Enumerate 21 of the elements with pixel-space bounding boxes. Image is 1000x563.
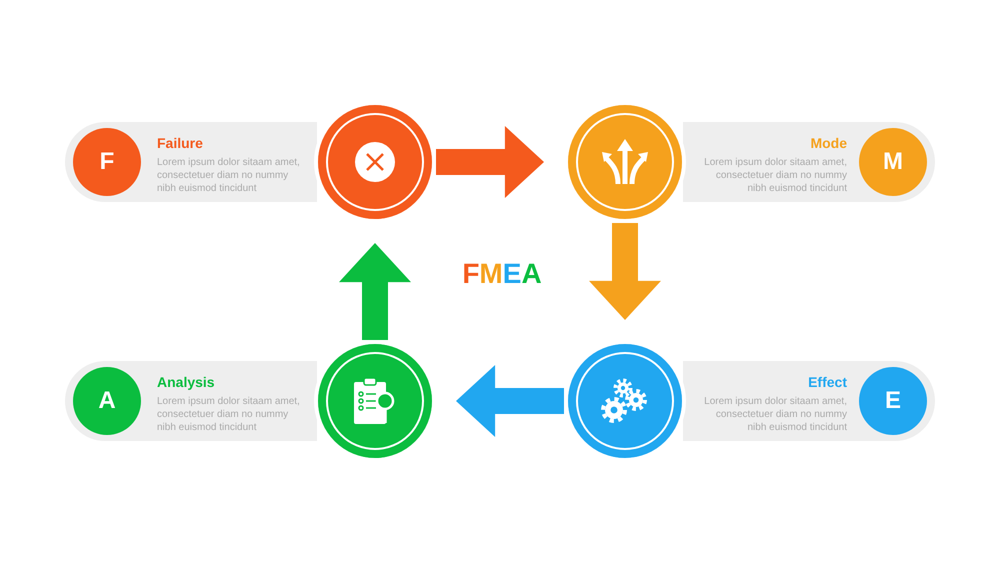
arrow [339, 243, 411, 340]
arrow [456, 365, 564, 437]
text-band [65, 361, 317, 441]
arrow [589, 223, 661, 320]
text-band [65, 122, 317, 202]
description: Lorem ipsum dolor sitaam amet, consectetuer diam no nummy nibh euismod tincidunt [703, 156, 847, 195]
heading: Mode [810, 135, 847, 151]
letter-badge: E [859, 367, 927, 435]
heading: Analysis [157, 374, 215, 390]
arrow [436, 126, 544, 198]
description: Lorem ipsum dolor sitaam amet, consectetuer diam no nummy nibh euismod tincidunt [703, 395, 847, 434]
letter-badge: A [73, 367, 141, 435]
description: Lorem ipsum dolor sitaam amet, consectetuer diam no nummy nibh euismod tincidunt [157, 395, 301, 434]
letter-badge: M [859, 128, 927, 196]
text-band [683, 122, 935, 202]
letter-badge: F [73, 128, 141, 196]
description: Lorem ipsum dolor sitaam amet, consectetuer diam no nummy nibh euismod tincidunt [157, 156, 301, 195]
heading: Failure [157, 135, 203, 151]
text-band [683, 361, 935, 441]
heading: Effect [808, 374, 847, 390]
title: FMEA [461, 258, 543, 290]
